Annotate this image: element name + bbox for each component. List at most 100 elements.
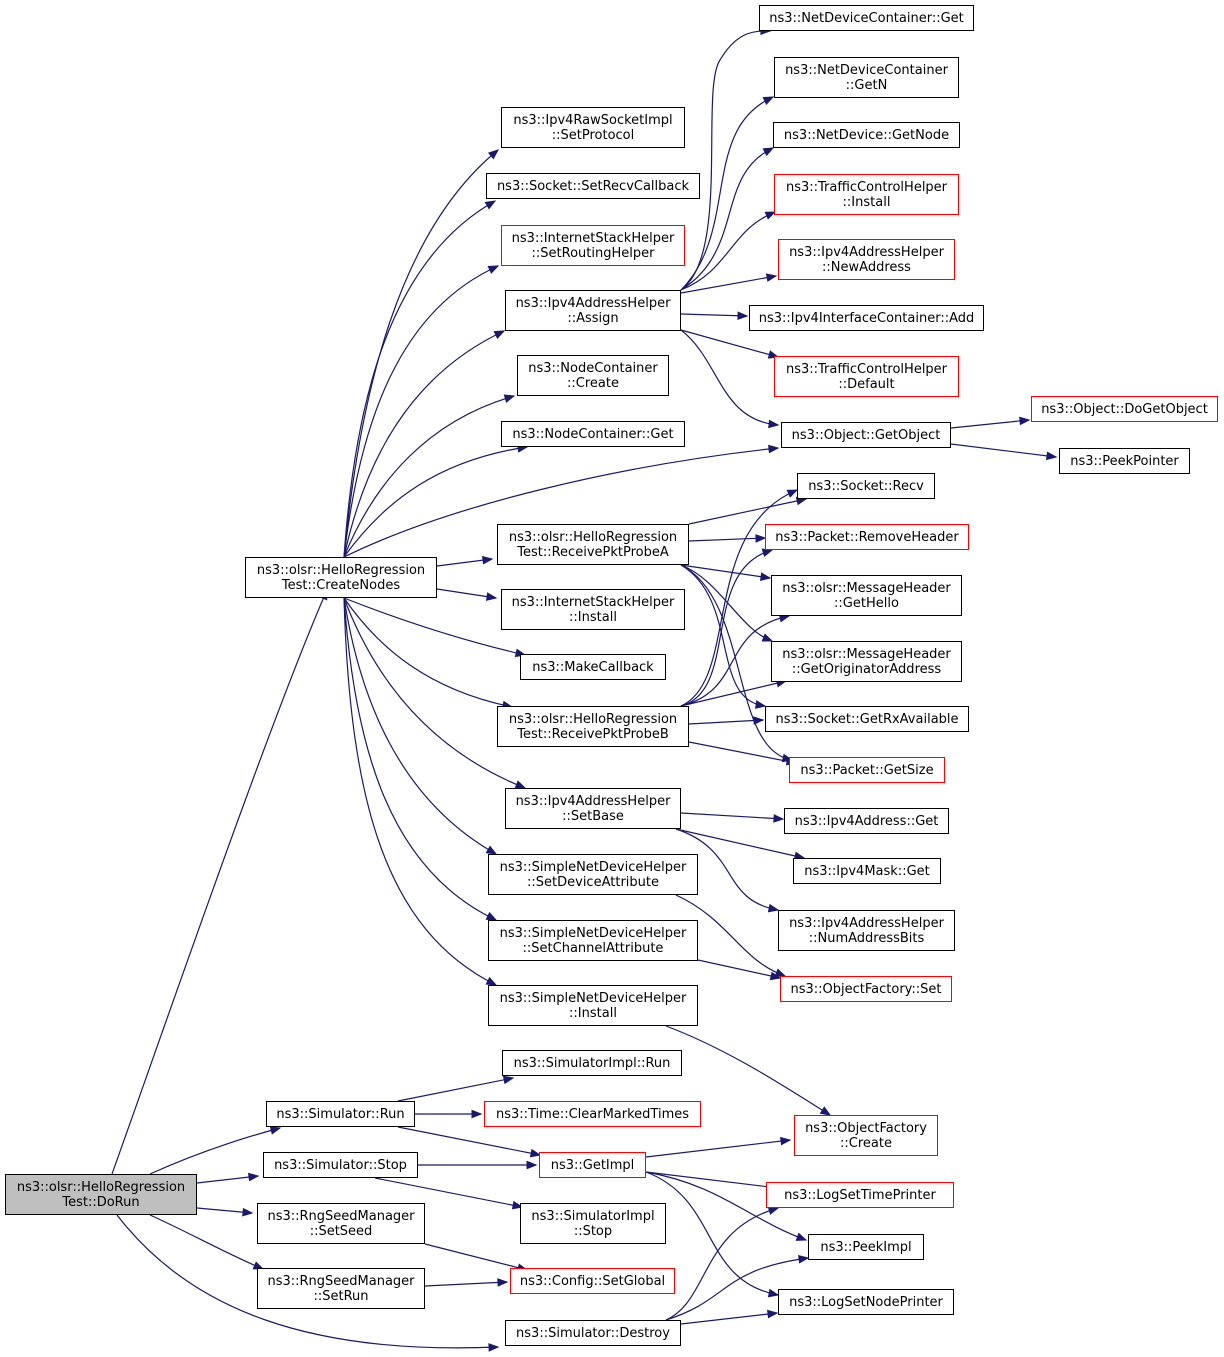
node-label-line: ns3::TrafficControlHelper bbox=[785, 179, 948, 195]
node-simulatorimpl-run[interactable]: ns3::SimulatorImpl::Run bbox=[502, 1050, 682, 1076]
arrowhead-icon bbox=[514, 780, 527, 789]
node-messageheader-getoriginatoraddress[interactable]: ns3::olsr::MessageHeader::GetOriginatorA… bbox=[771, 641, 962, 682]
node-label-line: ::Install bbox=[569, 609, 617, 625]
edge-line bbox=[680, 615, 790, 707]
node-socket-recv[interactable]: ns3::Socket::Recv bbox=[797, 473, 935, 499]
edge-probe-a-to-pkt-removehdr bbox=[688, 534, 767, 543]
node-rngseedmanager-setrun[interactable]: ns3::RngSeedManager::SetRun bbox=[257, 1268, 425, 1309]
edge-line bbox=[680, 489, 798, 707]
node-logsettimeprinter[interactable]: ns3::LogSetTimePrinter bbox=[766, 1182, 954, 1208]
node-ipv4mask-get[interactable]: ns3::Ipv4Mask::Get bbox=[793, 858, 941, 884]
node-peekpointer[interactable]: ns3::PeekPointer bbox=[1059, 448, 1190, 474]
arrowhead-icon bbox=[767, 1206, 780, 1215]
node-nodecontainer-get[interactable]: ns3::NodeContainer::Get bbox=[501, 421, 685, 447]
edge-getimpl-to-logsetnode bbox=[645, 1171, 780, 1298]
node-label-line: ns3::Simulator::Run bbox=[276, 1106, 405, 1122]
arrowhead-icon bbox=[1019, 416, 1031, 426]
node-nodecontainer-create[interactable]: ns3::NodeContainer::Create bbox=[517, 355, 669, 396]
node-netdevice-getnode[interactable]: ns3::NetDevice::GetNode bbox=[773, 122, 960, 148]
edge-sim-run-to-simimpl-run bbox=[397, 1075, 515, 1102]
edge-createnodes-to-iah-assign bbox=[343, 330, 506, 558]
node-time-clearmarkedtimes[interactable]: ns3::Time::ClearMarkedTimes bbox=[484, 1101, 701, 1127]
node-ipv4addresshelper-assign[interactable]: ns3::Ipv4AddressHelper::Assign bbox=[505, 290, 681, 331]
node-label-line: ns3::LogSetNodePrinter bbox=[789, 1294, 943, 1310]
node-objectfactory-set[interactable]: ns3::ObjectFactory::Set bbox=[780, 976, 952, 1002]
node-packet-removeheader[interactable]: ns3::Packet::RemoveHeader bbox=[765, 524, 969, 550]
node-label-line: ns3::MakeCallback bbox=[532, 659, 654, 675]
node-peekimpl[interactable]: ns3::PeekImpl bbox=[808, 1234, 924, 1260]
node-ipv4addresshelper-setbase[interactable]: ns3::Ipv4AddressHelper::SetBase bbox=[505, 788, 681, 829]
node-label-line: ns3::olsr::MessageHeader bbox=[782, 646, 951, 662]
node-netdevicecontainer-getn[interactable]: ns3::NetDeviceContainer::GetN bbox=[774, 57, 959, 98]
node-packet-getsize[interactable]: ns3::Packet::GetSize bbox=[789, 757, 945, 783]
node-ipv4rawsocketimpl-setprotocol[interactable]: ns3::Ipv4RawSocketImpl::SetProtocol bbox=[501, 107, 685, 148]
node-ipv4interfacecontainer-add[interactable]: ns3::Ipv4InterfaceContainer::Add bbox=[749, 305, 984, 331]
node-label-line: ns3::Ipv4AddressHelper bbox=[789, 915, 944, 931]
node-label-line: ns3::TrafficControlHelper bbox=[785, 361, 948, 377]
node-getimpl[interactable]: ns3::GetImpl bbox=[539, 1152, 646, 1178]
edge-line bbox=[397, 1126, 541, 1156]
arrowhead-icon bbox=[780, 1136, 792, 1146]
node-label-line: ns3::RngSeedManager bbox=[267, 1273, 415, 1289]
node-ipv4addresshelper-numaddressbits[interactable]: ns3::Ipv4AddressHelper::NumAddressBits bbox=[778, 910, 955, 951]
edge-line bbox=[680, 564, 771, 579]
node-messageheader-gethello[interactable]: ns3::olsr::MessageHeader::GetHello bbox=[771, 575, 962, 616]
arrowhead-icon bbox=[497, 1278, 509, 1287]
node-label-line: Test::CreateNodes bbox=[281, 577, 401, 593]
node-socket-setrecvcallback[interactable]: ns3::Socket::SetRecvCallback bbox=[486, 173, 700, 199]
edge-line bbox=[343, 265, 499, 558]
arrowhead-icon bbox=[765, 273, 778, 282]
edge-line bbox=[680, 680, 787, 707]
node-label-line: ns3::RngSeedManager bbox=[267, 1208, 415, 1224]
edge-getimpl-to-of-create bbox=[645, 1136, 792, 1158]
arrowhead-icon bbox=[529, 1148, 542, 1158]
node-label-line: ns3::Ipv4AddressHelper bbox=[789, 244, 944, 260]
node-ipv4addresshelper-newaddress[interactable]: ns3::Ipv4AddressHelper::NewAddress bbox=[778, 239, 955, 280]
node-label-line: ns3::PeekImpl bbox=[820, 1239, 912, 1255]
edge-line bbox=[680, 549, 773, 707]
node-label-line: ::NewAddress bbox=[822, 259, 911, 275]
node-label-line: ns3::LogSetTimePrinter bbox=[784, 1187, 936, 1203]
arrowhead-icon bbox=[798, 1255, 810, 1264]
edge-line bbox=[343, 597, 513, 708]
edge-createnodes-to-sndh-setdev bbox=[343, 597, 498, 855]
node-objectfactory-create[interactable]: ns3::ObjectFactory::Create bbox=[794, 1115, 938, 1156]
node-simulator-destroy[interactable]: ns3::Simulator::Destroy bbox=[505, 1320, 681, 1346]
arrowhead-icon bbox=[485, 911, 498, 921]
node-makecallback[interactable]: ns3::MakeCallback bbox=[520, 654, 666, 680]
node-simplenetdevicehelper-setdeviceattribute[interactable]: ns3::SimpleNetDeviceHelper::SetDeviceAtt… bbox=[488, 854, 698, 895]
node-config-setglobal[interactable]: ns3::Config::SetGlobal bbox=[510, 1268, 675, 1294]
edge-line bbox=[645, 1171, 779, 1296]
node-label-line: ::SetRun bbox=[313, 1288, 369, 1304]
edge-sndh-setchan-to-of-set bbox=[697, 959, 782, 981]
node-object-dogetobject[interactable]: ns3::Object::DoGetObject bbox=[1031, 396, 1218, 422]
node-trafficcontrolhelper-install[interactable]: ns3::TrafficControlHelper::Install bbox=[774, 174, 959, 215]
arrowhead-icon bbox=[248, 1172, 260, 1182]
node-object-getobject[interactable]: ns3::Object::GetObject bbox=[781, 422, 951, 448]
node-trafficcontrolhelper-default[interactable]: ns3::TrafficControlHelper::Default bbox=[774, 356, 959, 397]
arrowhead-icon bbox=[526, 1160, 538, 1170]
edge-line bbox=[149, 1214, 264, 1270]
node-logsetnodeprinter[interactable]: ns3::LogSetNodePrinter bbox=[778, 1289, 954, 1315]
arrowhead-icon bbox=[768, 444, 780, 454]
arrowhead-icon bbox=[493, 330, 506, 339]
node-label-line: ns3::SimpleNetDeviceHelper bbox=[499, 990, 687, 1006]
node-simplenetdevicehelper-setchannelattribute[interactable]: ns3::SimpleNetDeviceHelper::SetChannelAt… bbox=[488, 920, 698, 961]
node-simulator-run[interactable]: ns3::Simulator::Run bbox=[266, 1101, 415, 1127]
edge-line bbox=[343, 597, 526, 789]
node-ipv4address-get[interactable]: ns3::Ipv4Address::Get bbox=[784, 808, 949, 834]
node-simulator-stop[interactable]: ns3::Simulator::Stop bbox=[263, 1152, 418, 1178]
node-rngseedmanager-setseed[interactable]: ns3::RngSeedManager::SetSeed bbox=[257, 1203, 425, 1244]
node-netdevicecontainer-get[interactable]: ns3::NetDeviceContainer::Get bbox=[759, 5, 974, 31]
node-label-line: ns3::Socket::SetRecvCallback bbox=[496, 178, 690, 194]
node-internetstackhelper-install[interactable]: ns3::InternetStackHelper::Install bbox=[501, 589, 685, 630]
node-label-line: ::GetOriginatorAddress bbox=[791, 661, 942, 677]
node-simulatorimpl-stop[interactable]: ns3::SimulatorImpl::Stop bbox=[520, 1203, 666, 1244]
node-socket-getrxavailable[interactable]: ns3::Socket::GetRxAvailable bbox=[765, 706, 969, 732]
node-simplenetdevicehelper-install[interactable]: ns3::SimpleNetDeviceHelper::Install bbox=[488, 985, 698, 1026]
node-internetstackhelper-setroutinghelper[interactable]: ns3::InternetStackHelper::SetRoutingHelp… bbox=[501, 225, 685, 266]
arrowhead-icon bbox=[795, 1232, 808, 1241]
